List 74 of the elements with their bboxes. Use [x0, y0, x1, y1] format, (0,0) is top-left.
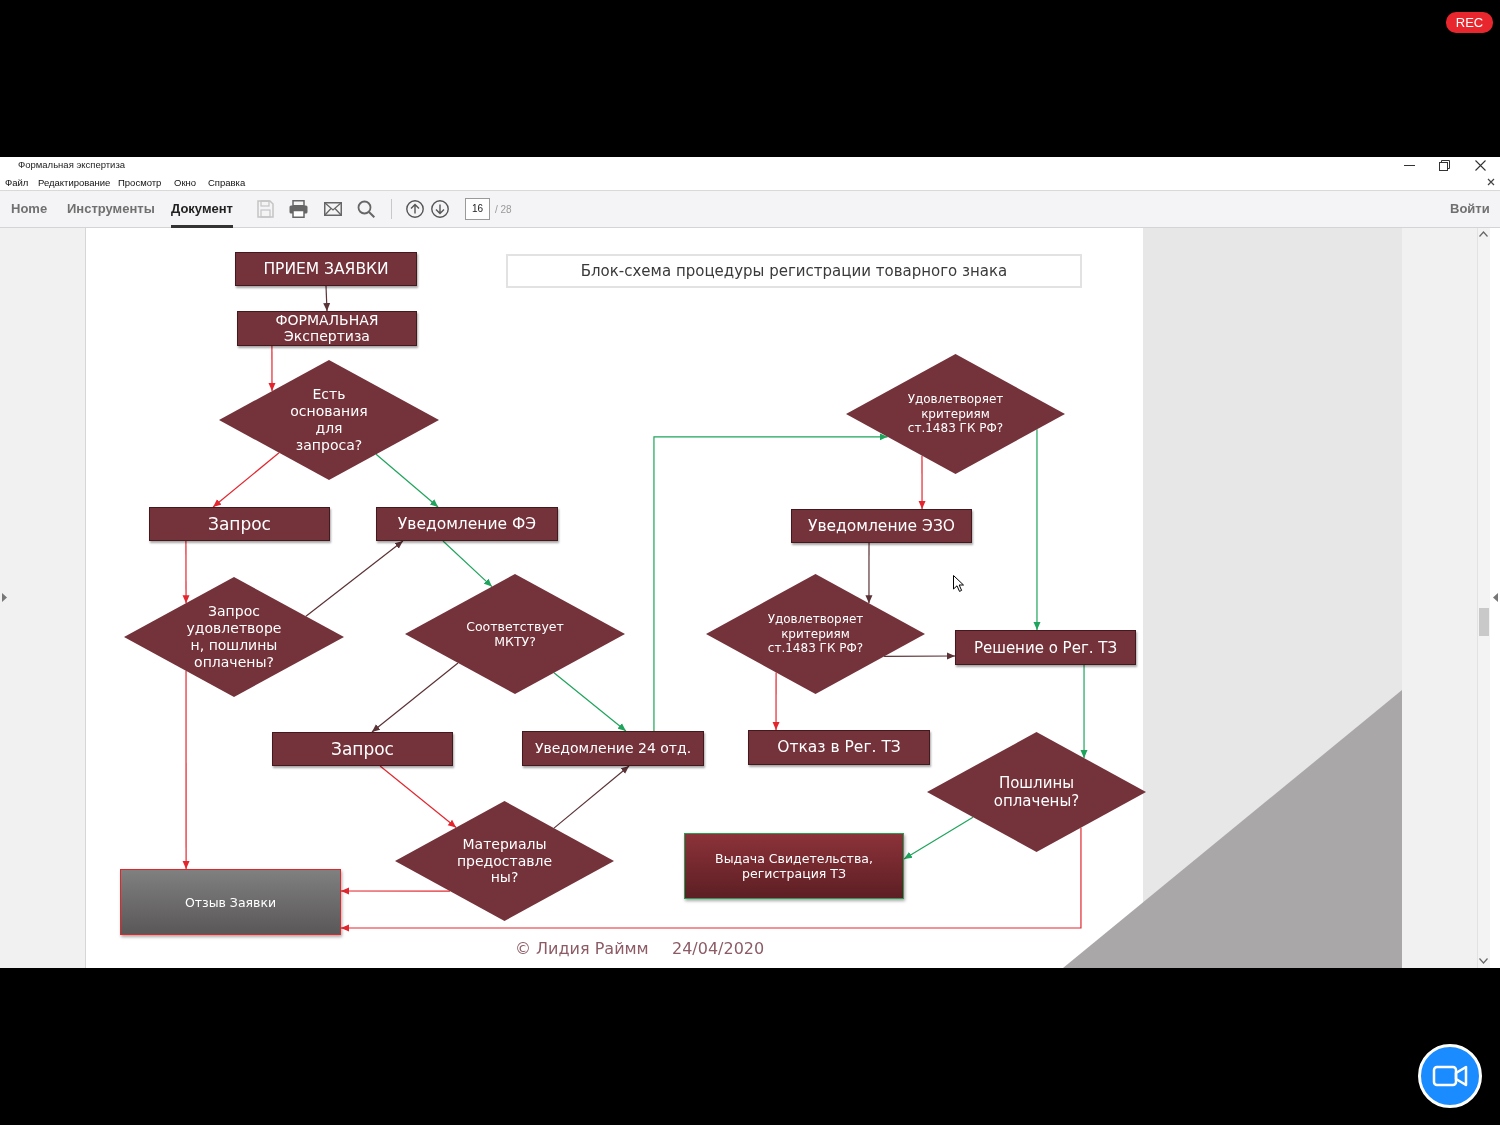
tab-label: Home	[11, 201, 48, 216]
arrow	[323, 285, 331, 312]
node-text: Удовлетворяет критериям ст.1483 ГК РФ?	[906, 392, 1005, 436]
process-box	[237, 311, 417, 346]
arrow	[182, 670, 190, 870]
arrow	[903, 816, 974, 860]
node-text: Запрос	[208, 513, 271, 535]
arrow	[1080, 664, 1088, 759]
process-box	[376, 507, 558, 541]
menu-item: Просмотр	[118, 177, 162, 188]
node-text: Пошлины оплачены?	[992, 774, 1081, 810]
arrow	[772, 671, 780, 731]
menu-item: Редактирование	[38, 177, 111, 188]
node-text: Отзыв Заявки	[184, 894, 277, 910]
arrow	[375, 453, 439, 508]
process-box	[791, 509, 972, 543]
menu-item: Справка	[208, 177, 246, 188]
arrow	[305, 540, 404, 617]
node-text: Уведомление ЭЗО	[807, 516, 956, 536]
process-box	[955, 630, 1136, 665]
arrow	[268, 345, 276, 392]
process-box	[522, 731, 704, 766]
arrow	[553, 672, 627, 732]
arrow	[340, 887, 451, 895]
node-text: Материалы предоставлены?	[455, 835, 554, 887]
process-box	[120, 869, 341, 935]
node-text: Уведомление ФЭ	[397, 514, 537, 534]
arrow	[883, 652, 956, 660]
arrow	[371, 662, 459, 733]
arrow	[553, 765, 630, 829]
arrow	[379, 765, 457, 829]
node-text: Уведомление 24 отд.	[534, 740, 692, 757]
arrow	[212, 452, 280, 508]
process-box	[748, 730, 930, 765]
page-number-field: 16	[465, 198, 490, 220]
process-box	[272, 732, 453, 766]
footer-text: © Лидия Раймм	[515, 939, 649, 958]
decision-diamond	[706, 574, 925, 694]
node-text: Есть основания для запроса?	[289, 386, 369, 454]
process-box	[684, 833, 904, 899]
arrow	[1033, 428, 1041, 631]
process-box	[149, 507, 330, 541]
tab-label: Инструменты	[67, 201, 155, 216]
node-text: Выдача Свидетельства, регистрация ТЗ	[714, 851, 874, 881]
decision-diamond	[927, 732, 1146, 852]
node-text: ПРИЕМ ЗАЯВКИ	[263, 259, 389, 279]
arrow	[918, 455, 926, 510]
node-text: Соответствует МКТУ?	[465, 619, 565, 649]
arrow	[442, 540, 493, 588]
node-text: Отказ в Рег. ТЗ	[777, 738, 901, 757]
menu-item: Окно	[174, 177, 197, 188]
node-text: Решение о Рег. ТЗ	[973, 638, 1118, 657]
process-box	[235, 252, 417, 286]
recording-indicator: REC	[1446, 12, 1493, 33]
decision-diamond	[124, 577, 344, 697]
arrow	[182, 540, 190, 604]
arrow	[653, 433, 889, 732]
menu-item: Файл	[5, 177, 29, 188]
page-count: / 28	[495, 204, 512, 215]
node-text: Запрос	[331, 738, 394, 760]
decision-diamond	[846, 354, 1065, 474]
arrow	[340, 827, 1082, 932]
slide-title: Блок-схема процедуры регистрации товарного знака	[506, 254, 1082, 288]
sign-in-link: Войти	[1450, 201, 1490, 216]
decision-diamond	[219, 360, 439, 480]
node-text: Запрос удовлетворен, пошлины оплачены?	[185, 603, 283, 671]
window-title: Формальная экспертиза	[18, 159, 126, 170]
node-text: ФОРМАЛЬНАЯ Экспертиза	[274, 312, 380, 345]
decision-diamond	[405, 574, 625, 694]
arrow	[865, 542, 873, 604]
node-text: Удовлетворяет критериям ст.1483 ГК РФ?	[766, 612, 865, 656]
active-tab: Документ	[171, 200, 233, 228]
footer-date: 24/04/2020	[672, 939, 765, 958]
decision-diamond	[395, 801, 614, 921]
